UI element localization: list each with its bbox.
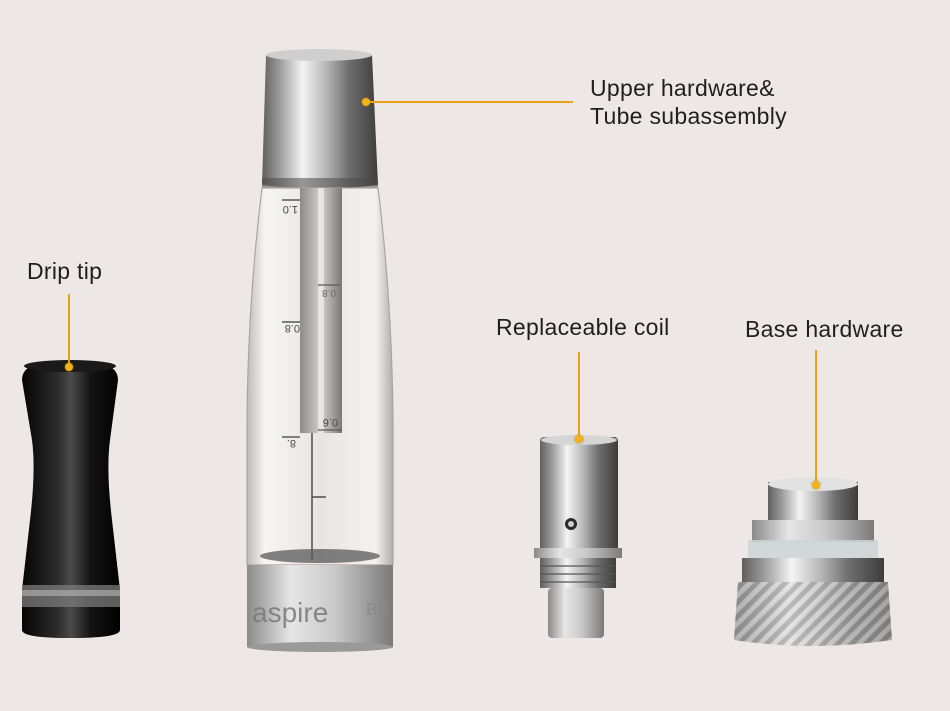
glass-tube-part: 1.0 0.8 0.8 0.6 8. <box>246 187 394 566</box>
brand-logo-text: aspire <box>252 597 328 628</box>
drip-tip-leader-dot <box>65 363 73 371</box>
upper-hardware-part <box>262 49 378 189</box>
scale-mark-mid: 0.8 <box>322 287 336 298</box>
scale-mark-top: 1.0 <box>283 203 298 215</box>
base-hardware-leader-dot <box>812 481 820 489</box>
upper-hardware-leader-dot <box>362 98 370 106</box>
upper-hardware-leader-line <box>367 101 573 103</box>
base-hardware-part <box>734 477 892 646</box>
scale-mark-bottom-left: 8. <box>287 437 296 449</box>
tank-base-ring: aspire BD <box>247 565 393 652</box>
replaceable-coil-part <box>534 435 622 638</box>
base-hardware-leader-line <box>815 350 817 484</box>
coil-leader-line <box>578 352 580 438</box>
base-hardware-label: Base hardware <box>745 316 904 342</box>
drip-tip-label: Drip tip <box>27 258 103 284</box>
scale-mark-lower: 0.6 <box>323 416 338 428</box>
coil-leader-dot <box>575 435 583 443</box>
drip-tip-leader-line <box>68 294 70 366</box>
upper-hardware-label-line2: Tube subassembly <box>590 103 787 129</box>
upper-hardware-label: Upper hardware& Tube subassembly <box>590 74 787 130</box>
replaceable-coil-label: Replaceable coil <box>496 314 670 340</box>
upper-hardware-label-line1: Upper hardware& <box>590 75 775 101</box>
brand-suffix-text: BD <box>366 600 390 619</box>
drip-tip-part <box>22 360 120 638</box>
scale-mark-mid-left: 0.8 <box>285 322 300 334</box>
